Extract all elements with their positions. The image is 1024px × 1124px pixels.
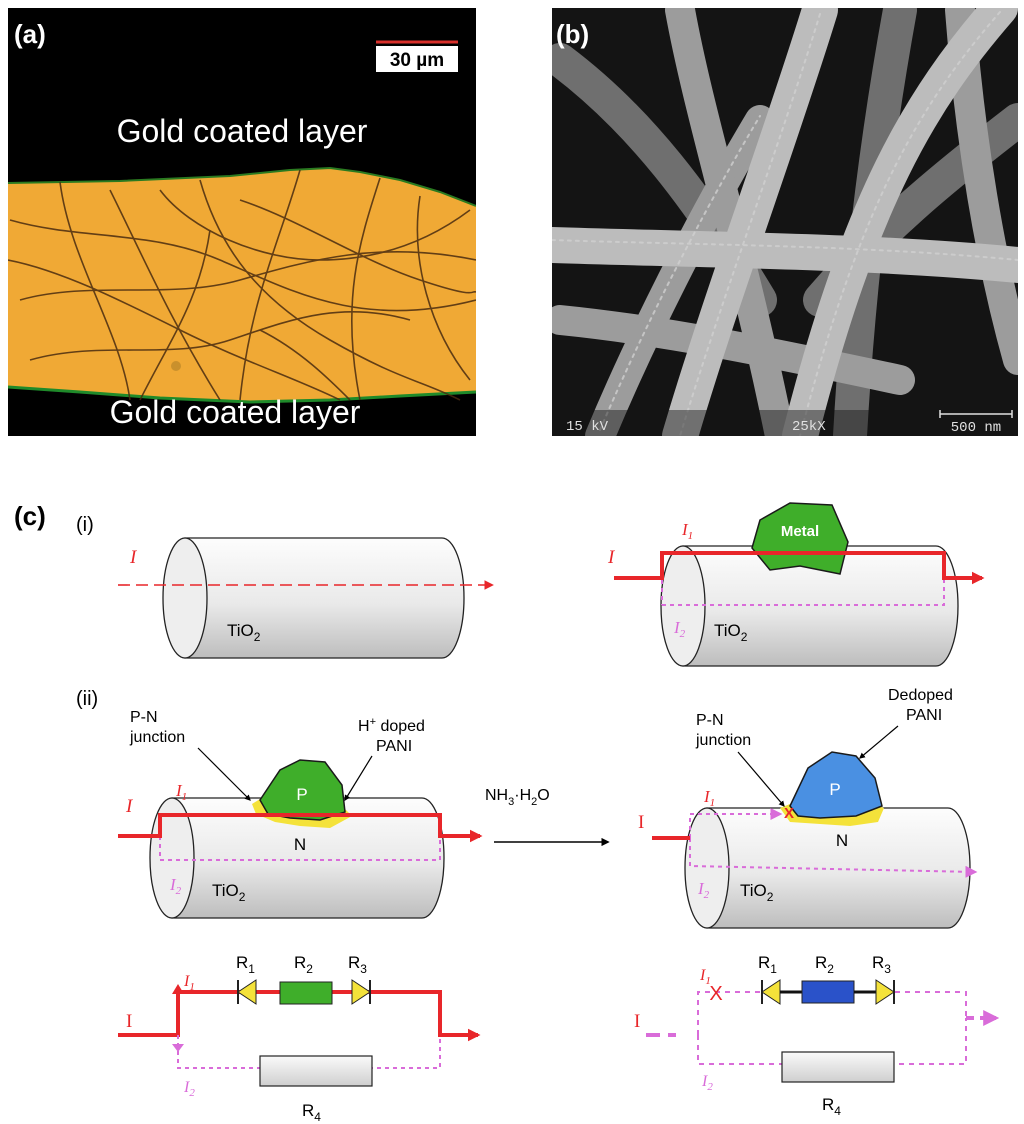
- pn-junction-label: junction: [695, 732, 751, 749]
- current-label: I: [607, 547, 616, 568]
- tio2-label: TiO2: [714, 621, 748, 644]
- p-label: P: [296, 785, 307, 804]
- pn-junction-label: P-N: [130, 709, 158, 726]
- metal-particle: [751, 502, 849, 575]
- panel-b-label: (b): [556, 19, 589, 49]
- current-path-i1-blocked: [689, 808, 783, 838]
- circuit-left: I I1 I2 R1 R2 R3 R4: [118, 953, 481, 1124]
- circuit-right: X I I1 I2 R1 R2 R3 R4: [634, 953, 1000, 1118]
- panel-a: (a) 30 µm Gold coated layer Gold coated …: [8, 8, 476, 436]
- circuit-i2-label: I2: [183, 1079, 195, 1099]
- current-label: I: [129, 547, 138, 568]
- n-label: N: [836, 831, 848, 850]
- doped-pani-label: PANI: [376, 738, 412, 755]
- sub-i-label: (i): [76, 514, 94, 536]
- current-path-i2: [689, 838, 978, 878]
- circuit-i1-arrow: [172, 984, 184, 994]
- metal-label: Metal: [781, 523, 819, 540]
- current-label: I: [638, 812, 644, 833]
- panel-a-label: (a): [14, 19, 46, 49]
- r1-label: R1: [758, 953, 777, 976]
- panel-b: (b) 15 kV 25kX 500 nm: [552, 8, 1018, 436]
- tio2-label: TiO2: [227, 621, 261, 644]
- sem-voltage: 15 kV: [566, 419, 609, 435]
- circuit-i1-label: I1: [699, 967, 711, 987]
- bottom-layer-label: Gold coated layer: [110, 394, 361, 430]
- cylinder-ii-right: P N X I I1 I2 TiO2 Dedoped PANI P-N junc…: [638, 687, 978, 929]
- resistor-r2-doped: [279, 981, 333, 1005]
- i1-label: I1: [703, 787, 715, 809]
- circuit-current-label: I: [126, 1011, 132, 1032]
- resistor-r2-dedoped: [801, 980, 855, 1004]
- tio2-label: TiO2: [212, 881, 246, 904]
- tio2-label: TiO2: [740, 881, 774, 904]
- current-path-i2: [662, 580, 945, 606]
- dedoped-pani-label: PANI: [906, 707, 942, 724]
- p-label: P: [829, 780, 840, 799]
- r4-label: R4: [822, 1095, 841, 1118]
- panel-a-scale-box: [376, 46, 458, 72]
- circuit-current-label: I: [634, 1011, 640, 1032]
- resistor-r4: [259, 1055, 373, 1087]
- pn-junction-pointer: [737, 751, 785, 807]
- current-path-i1: [118, 813, 483, 843]
- diode-r1: [761, 979, 781, 1005]
- r4-label: R4: [302, 1101, 321, 1124]
- i2-label: I2: [697, 879, 710, 901]
- r3-label: R3: [872, 953, 891, 976]
- circuit-i1-label: I1: [183, 973, 195, 993]
- circuit-i2-label: I2: [701, 1073, 713, 1093]
- sem-scale-text: 500 nm: [951, 420, 1001, 436]
- blocked-junction-mark: X: [784, 805, 794, 822]
- diode-r3: [875, 979, 895, 1005]
- i1-label: I1: [175, 781, 187, 803]
- reaction-arrow: NH3·H2O: [485, 787, 610, 847]
- circuit-i2-arrow: [172, 1044, 184, 1052]
- sem-magnification: 25kX: [792, 419, 826, 435]
- cylinder-i-right: Metal I I1 I2 TiO2: [607, 502, 985, 667]
- panel-a-scale-text: 30 µm: [390, 50, 444, 71]
- nanofibers: [8, 169, 476, 401]
- top-layer-label: Gold coated layer: [117, 113, 368, 149]
- pn-junction-pointer: [197, 747, 251, 801]
- pn-junction-label: P-N: [696, 712, 724, 729]
- r2-label: R2: [815, 953, 834, 976]
- film-particle: [171, 361, 181, 371]
- r2-label: R2: [294, 953, 313, 976]
- doped-pani-pointer: [344, 755, 373, 802]
- sem-fibers: [552, 8, 1018, 436]
- film-bottom-edge: [8, 385, 476, 404]
- n-label: N: [294, 835, 306, 854]
- dedoped-pani-label: Dedoped: [888, 687, 953, 704]
- pn-junction-label: junction: [129, 729, 185, 746]
- diode-r1: [237, 979, 257, 1005]
- current-path-i2: [159, 836, 441, 861]
- current-label: I: [125, 796, 134, 817]
- dedoped-pani: [789, 751, 883, 819]
- r1-label: R1: [236, 953, 255, 976]
- i1-label: I1: [681, 520, 693, 542]
- dedoped-pani-pointer: [859, 725, 899, 759]
- circuit-branch-i1: [697, 991, 967, 1035]
- i2-label: I2: [673, 618, 686, 640]
- circuit-blocked-mark: X: [709, 983, 722, 1005]
- r3-label: R3: [348, 953, 367, 976]
- reaction-label: NH3·H2O: [485, 787, 550, 808]
- sub-ii-label: (ii): [76, 688, 98, 710]
- current-path-i1: [614, 551, 985, 585]
- panel-c-label: (c): [14, 501, 46, 531]
- cylinder-i-left: I TiO2: [118, 537, 494, 659]
- cylinder-ii-left: P N I I1 I2 TiO2 P-N junction H+ doped P…: [118, 709, 483, 919]
- i2-label: I2: [169, 875, 182, 897]
- resistor-r4: [781, 1051, 895, 1083]
- gold-film: [8, 168, 476, 402]
- diode-r3: [351, 979, 371, 1005]
- film-top-edge: [8, 166, 476, 207]
- doped-pani-label: H+ doped: [358, 716, 425, 735]
